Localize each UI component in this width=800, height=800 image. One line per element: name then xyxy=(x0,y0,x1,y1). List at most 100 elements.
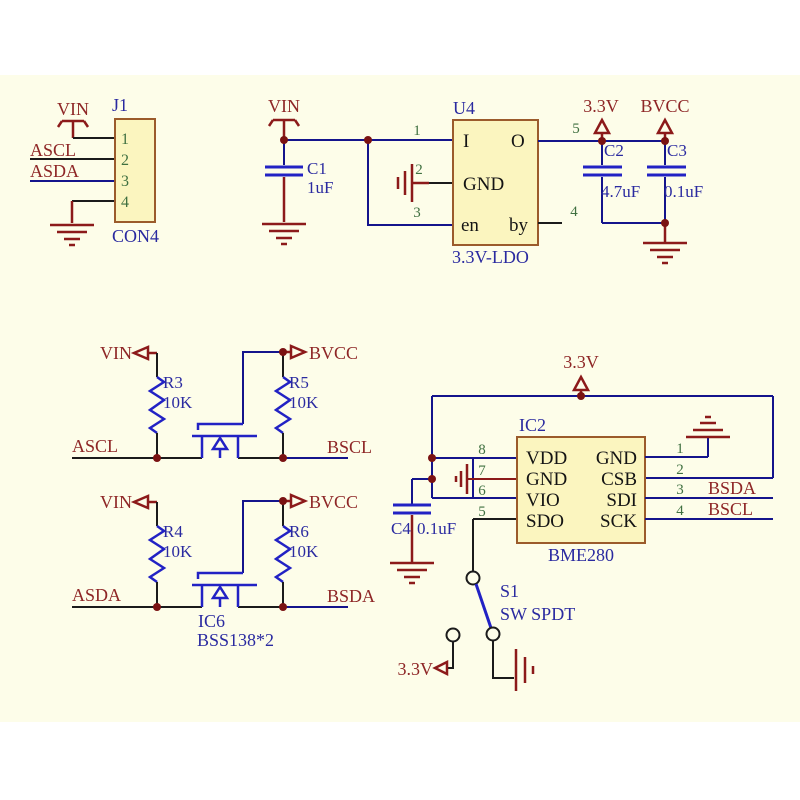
r4-resistor-icon xyxy=(147,524,167,584)
junction-dot xyxy=(661,219,669,227)
pin-number: 1 xyxy=(413,123,421,139)
junction-dot xyxy=(577,392,585,400)
r5-value: 10K xyxy=(289,393,319,412)
pin-name-sck: SCK xyxy=(600,511,637,532)
pin-name-sdo: SDO xyxy=(526,511,564,532)
junction-dot xyxy=(153,454,161,462)
net-label-ascl: ASCL xyxy=(30,140,76,160)
sideways-ground-icon xyxy=(396,164,429,202)
vin-power-bar-icon xyxy=(267,118,301,140)
pin-number: 1 xyxy=(121,131,129,148)
net-label-3v3: 3.3V xyxy=(563,352,599,372)
net-label-vin: VIN xyxy=(100,343,132,363)
ic2-designator: IC2 xyxy=(519,415,546,435)
sideways-ground-icon xyxy=(514,649,535,691)
r5-resistor-icon xyxy=(273,375,293,435)
junction-dot xyxy=(364,136,372,144)
pin-name-vdd: VDD xyxy=(526,448,567,469)
c1-capacitor-icon xyxy=(265,141,303,222)
c3-value: 0.1uF xyxy=(664,182,703,201)
pin-number: 7 xyxy=(478,463,486,479)
r6-resistor-icon xyxy=(273,524,293,584)
junction-dot xyxy=(279,603,287,611)
c4-designator: C4 xyxy=(391,519,411,538)
switch-common-contact xyxy=(465,570,481,586)
pin-name-gnd-r: GND xyxy=(596,448,637,469)
wire xyxy=(447,642,454,669)
power-arrow-vin-icon xyxy=(130,494,157,510)
r5-designator: R5 xyxy=(289,373,309,392)
c4-value: 0.1uF xyxy=(417,519,456,538)
pin-name-by: by xyxy=(509,215,529,236)
pin-number: 8 xyxy=(478,442,486,458)
switch-gnd-contact xyxy=(485,626,501,642)
r3-designator: R3 xyxy=(163,373,183,392)
r4-designator: R4 xyxy=(163,522,183,541)
s1-part-label: SW SPDT xyxy=(500,604,575,624)
earth-ground-icon xyxy=(50,223,94,247)
pin-number: 4 xyxy=(121,194,129,211)
net-label-3v3: 3.3V xyxy=(398,659,434,679)
net-label-vin: VIN xyxy=(100,492,132,512)
pin-name-out: O xyxy=(511,131,525,152)
junction-dot xyxy=(661,137,669,145)
pin-number: 2 xyxy=(676,462,684,478)
inverted-earth-ground-icon xyxy=(686,415,730,439)
net-label-bsda: BSDA xyxy=(327,586,375,606)
c3-capacitor-icon xyxy=(647,141,686,223)
net-label-bvcc: BVCC xyxy=(309,343,358,363)
pin-name-en: en xyxy=(461,215,479,236)
wire-3v3-rail xyxy=(432,395,774,479)
junction-dot xyxy=(280,136,288,144)
net-label-bvcc: BVCC xyxy=(309,492,358,512)
power-arrow-3v3-icon xyxy=(432,659,449,677)
mosfet-icon xyxy=(192,422,257,458)
pin-number: 5 xyxy=(478,504,486,520)
ldo-regulator-block: VIN U4 3.3V-LDO I O GND en by 1 2 3 5 4 … xyxy=(262,96,703,267)
junction-dot xyxy=(279,454,287,462)
c2-designator: C2 xyxy=(604,141,624,160)
j1-connector-block: VIN J1 CON4 ASCL ASDA 1 2 3 4 xyxy=(30,95,159,247)
pin-number: 1 xyxy=(676,441,684,457)
net-label-asda: ASDA xyxy=(30,161,79,181)
earth-ground-icon xyxy=(643,241,687,265)
pin-number: 3 xyxy=(413,205,421,221)
ic6-part-label: BSS138*2 xyxy=(197,630,274,650)
power-arrow-vin-icon xyxy=(130,345,157,361)
r6-designator: R6 xyxy=(289,522,309,541)
level-shifter-scl-block: VIN BVCC R3 10K R5 10K ASCL BSCL xyxy=(72,343,372,462)
vin-power-bar-icon xyxy=(56,119,90,138)
junction-dot xyxy=(279,348,287,356)
u4-designator: U4 xyxy=(453,98,475,118)
switch-lever-icon xyxy=(474,583,493,629)
wire-enable xyxy=(367,140,453,226)
pin-number: 6 xyxy=(478,483,486,499)
wire-gate xyxy=(242,351,283,424)
pin-number: 3 xyxy=(121,173,129,190)
pin-number: 4 xyxy=(676,503,684,519)
net-label-bscl: BSCL xyxy=(708,499,753,519)
r4-value: 10K xyxy=(163,542,193,561)
c1-designator: C1 xyxy=(307,159,327,178)
pin-name-csb: CSB xyxy=(601,469,637,490)
c2-value: 4.7uF xyxy=(601,182,640,201)
r3-resistor-icon xyxy=(147,375,167,435)
c1-value: 1uF xyxy=(307,178,333,197)
earth-ground-icon xyxy=(262,222,306,246)
net-label-bscl: BSCL xyxy=(327,437,372,457)
net-label-vin: VIN xyxy=(57,99,89,119)
spdt-switch-block: S1 SW SPDT 3.3V xyxy=(398,570,575,691)
j1-part-label: CON4 xyxy=(112,226,159,246)
pin-name-vio: VIO xyxy=(526,490,560,511)
s1-designator: S1 xyxy=(500,581,519,601)
junction-dot xyxy=(279,497,287,505)
r3-value: 10K xyxy=(163,393,193,412)
net-label-vin: VIN xyxy=(268,96,300,116)
pin-number: 3 xyxy=(676,482,684,498)
pin-number: 4 xyxy=(570,204,578,220)
wire-sdo xyxy=(472,518,517,571)
pin-name-gnd: GND xyxy=(463,174,504,195)
ic2-part-label: BME280 xyxy=(548,545,614,565)
pin-name-sdi: SDI xyxy=(606,490,637,511)
